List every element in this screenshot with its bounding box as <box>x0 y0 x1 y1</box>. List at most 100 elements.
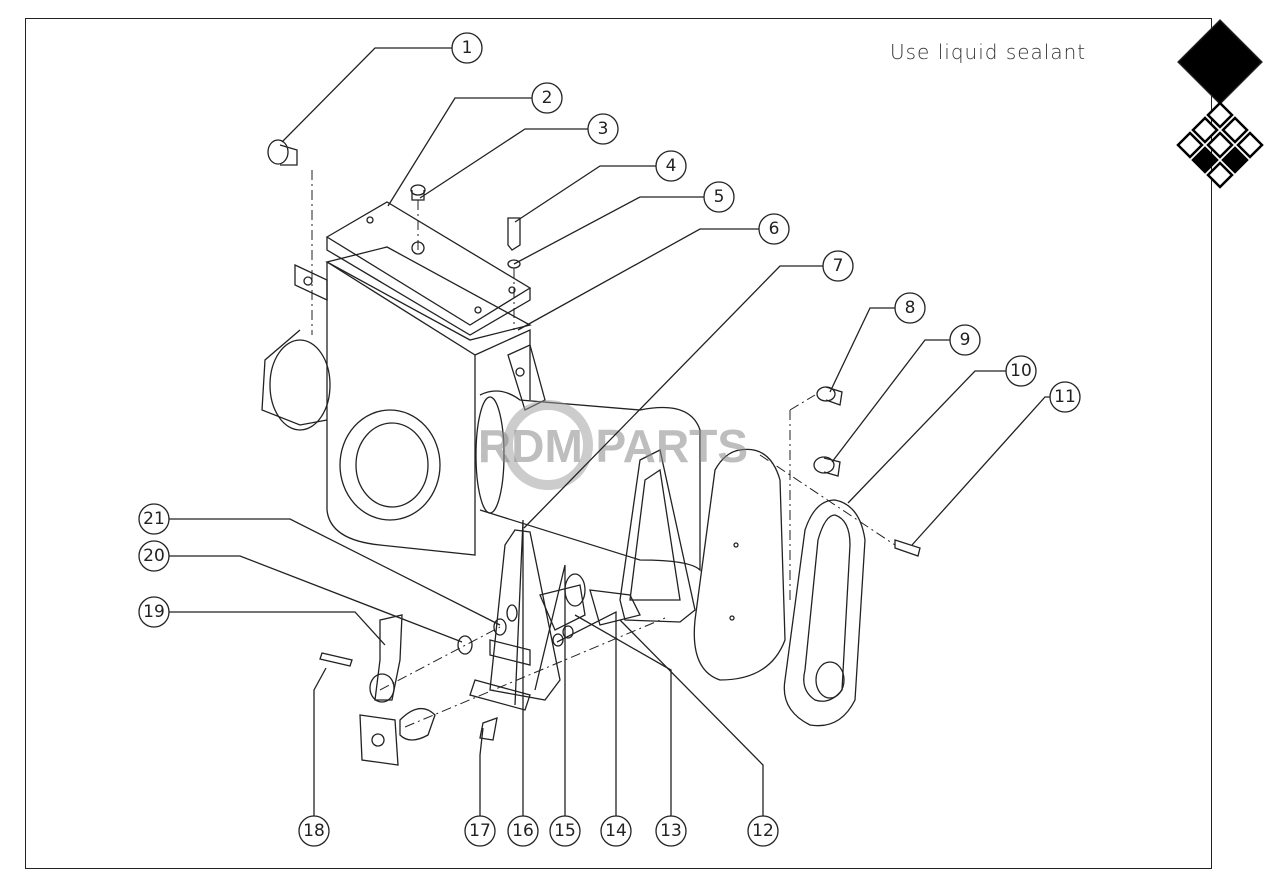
logo-diamond <box>1221 116 1249 144</box>
callout-number: 14 <box>605 821 627 841</box>
callout-circle <box>747 815 779 847</box>
callout-11: 11 <box>911 381 1081 546</box>
callout-1: 1 <box>281 32 483 143</box>
logo-diamond <box>1236 131 1264 159</box>
leader-line <box>517 228 759 331</box>
leader-line <box>169 611 386 646</box>
callout-16: 16 <box>507 519 539 847</box>
callout-circle <box>822 250 854 282</box>
leader-line <box>847 370 1006 504</box>
logo-diamonds-icon <box>1176 19 1264 189</box>
logo-diamond <box>1176 131 1204 159</box>
callout-circle <box>507 815 539 847</box>
leader-line <box>514 519 524 816</box>
callout-14: 14 <box>556 610 632 847</box>
callout-circle <box>1049 381 1081 413</box>
callout-number: 9 <box>960 330 971 350</box>
callout-number: 5 <box>714 187 725 207</box>
side-cover <box>783 499 866 727</box>
logo-diamond <box>1206 101 1234 129</box>
top-cover-plate <box>325 201 532 336</box>
callout-number: 21 <box>143 509 165 529</box>
callout-18: 18 <box>298 667 330 847</box>
callout-21: 21 <box>138 503 501 626</box>
callout-circle <box>298 815 330 847</box>
callout-number: 2 <box>542 88 553 108</box>
leader-line <box>387 97 532 207</box>
callout-circle <box>138 596 170 628</box>
gasket <box>693 448 786 681</box>
callout-20: 20 <box>138 540 463 643</box>
leader-line <box>574 614 672 816</box>
logo-diamond <box>1191 146 1219 174</box>
callout-13: 13 <box>574 614 687 847</box>
leader-line <box>169 518 501 626</box>
callout-2: 2 <box>387 82 563 207</box>
callout-15: 15 <box>534 564 581 847</box>
callout-circle <box>949 324 981 356</box>
callout-number: 17 <box>469 821 491 841</box>
leader-line <box>831 339 950 463</box>
alignment-lines <box>311 170 896 728</box>
watermark-text: RDM PARTS <box>478 420 748 472</box>
leader-line <box>169 555 463 643</box>
callout-19: 19 <box>138 596 386 646</box>
callout-circle <box>531 82 563 114</box>
callout-number: 19 <box>143 602 165 622</box>
callout-10: 10 <box>847 355 1037 504</box>
callout-circle <box>600 815 632 847</box>
callout-circle <box>138 540 170 572</box>
small-parts <box>267 139 921 766</box>
callout-number: 3 <box>598 119 609 139</box>
callout-number: 12 <box>752 821 774 841</box>
callout-7: 7 <box>523 250 854 529</box>
leader-line <box>911 396 1050 546</box>
watermark: RDM PARTS <box>478 400 748 490</box>
logo-diamond <box>1221 146 1249 174</box>
leader-line <box>479 727 484 816</box>
logo-diamond <box>1191 116 1219 144</box>
callout-circle <box>587 113 619 145</box>
leader-line <box>619 619 764 816</box>
leader-line <box>523 265 823 529</box>
callout-circle <box>655 150 687 182</box>
leader-line <box>556 610 617 816</box>
callout-circle <box>1005 355 1037 387</box>
logo-diamond <box>1206 131 1234 159</box>
callout-circle <box>549 815 581 847</box>
callout-number: 4 <box>666 156 677 176</box>
callout-4: 4 <box>514 150 687 223</box>
drawing-frame <box>25 18 1212 869</box>
callout-number: 16 <box>512 821 534 841</box>
callout-number: 1 <box>462 38 473 58</box>
callout-circle <box>894 292 926 324</box>
callout-5: 5 <box>513 181 735 265</box>
callout-number: 11 <box>1054 387 1076 407</box>
bracket-frame <box>619 449 696 623</box>
callout-circle <box>138 503 170 535</box>
callout-6: 6 <box>517 213 790 331</box>
callout-number: 6 <box>769 219 780 239</box>
callout-circle <box>758 213 790 245</box>
callout-number: 18 <box>303 821 325 841</box>
callout-circle <box>703 181 735 213</box>
leader-line <box>514 165 656 223</box>
leader-line <box>419 128 588 199</box>
callout-circle <box>464 815 496 847</box>
callout-circle <box>451 32 483 64</box>
callout-number: 10 <box>1010 361 1032 381</box>
callout-17: 17 <box>464 727 496 847</box>
logo-diamond <box>1206 161 1234 189</box>
leader-line <box>313 667 327 816</box>
callout-number: 20 <box>143 546 165 566</box>
callout-number: 13 <box>660 821 682 841</box>
leader-line <box>534 564 566 816</box>
leader-line <box>513 196 704 265</box>
callout-3: 3 <box>419 113 619 199</box>
callout-circle <box>655 815 687 847</box>
leader-line <box>281 47 452 143</box>
callout-number: 15 <box>554 821 576 841</box>
callout-number: 8 <box>905 298 916 318</box>
leader-line <box>829 307 895 393</box>
